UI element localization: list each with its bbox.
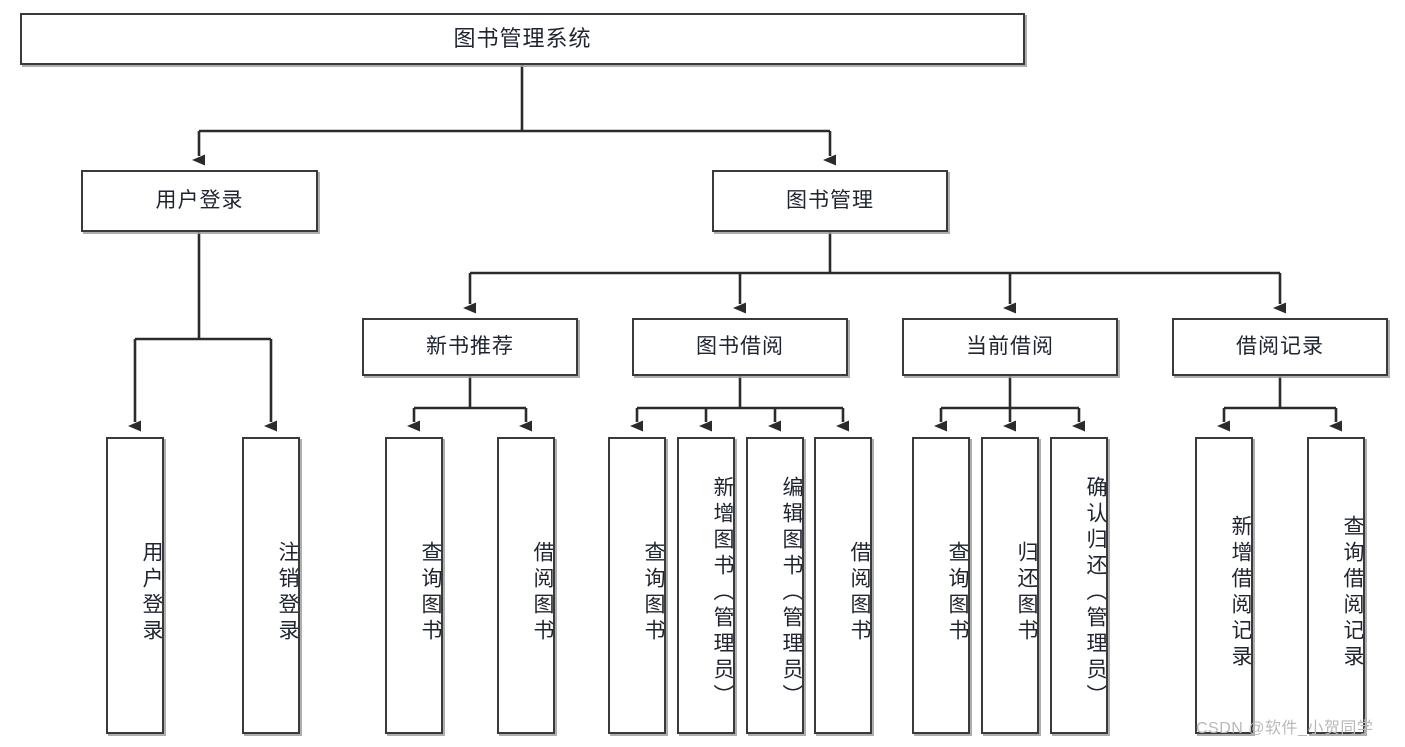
leaf-book-borrow-edit-book-admin[interactable]: 编辑图书（管理员） (746, 437, 804, 734)
node-root-book-management-system[interactable]: 图书管理系统 (20, 13, 1025, 65)
node-label: 查询借阅记录 (1341, 514, 1364, 671)
leaf-book-borrow-borrow-book[interactable]: 借阅图书 (814, 437, 872, 734)
node-label: 查询图书 (946, 540, 969, 645)
leaf-borrow-record-query-record[interactable]: 查询借阅记录 (1307, 437, 1365, 734)
node-borrow-record[interactable]: 借阅记录 (1172, 318, 1388, 376)
leaf-borrow-record-add-record[interactable]: 新增借阅记录 (1195, 437, 1253, 734)
node-label: 借阅记录 (1236, 335, 1324, 359)
leaf-current-borrow-confirm-return-admin[interactable]: 确认归还（管理员） (1050, 437, 1108, 734)
leaf-user-login-login[interactable]: 用户登录 (106, 437, 164, 734)
node-label: 图书管理系统 (453, 25, 592, 51)
node-label: 借阅图书 (848, 540, 871, 645)
node-label: 注销登录 (276, 540, 299, 645)
node-label: 图书管理 (786, 189, 874, 213)
node-label: 用户登录 (155, 189, 244, 213)
leaf-new-book-borrow-book[interactable]: 借阅图书 (497, 437, 555, 734)
node-label: 图书借阅 (696, 335, 784, 359)
node-user-login[interactable]: 用户登录 (81, 170, 318, 232)
watermark-credit: CSDN @软件_小贺同学 (1196, 720, 1374, 737)
leaf-user-login-logout[interactable]: 注销登录 (242, 437, 300, 734)
node-label: 当前借阅 (966, 335, 1054, 359)
node-label: 借阅图书 (531, 540, 554, 645)
node-label: 用户登录 (140, 540, 163, 645)
node-label: 新增图书（管理员） (711, 475, 734, 710)
leaf-book-borrow-add-book-admin[interactable]: 新增图书（管理员） (677, 437, 735, 734)
node-current-borrow[interactable]: 当前借阅 (902, 318, 1118, 376)
leaf-book-borrow-query-book[interactable]: 查询图书 (608, 437, 666, 734)
node-label: 查询图书 (419, 540, 442, 645)
node-label: 新书推荐 (426, 335, 514, 359)
node-label: 确认归还（管理员） (1084, 475, 1107, 710)
node-label: 新增借阅记录 (1229, 514, 1252, 671)
leaf-new-book-query-book[interactable]: 查询图书 (385, 437, 443, 734)
leaf-current-borrow-return-book[interactable]: 归还图书 (981, 437, 1039, 734)
node-book-borrow[interactable]: 图书借阅 (632, 318, 848, 376)
node-new-book-recommend[interactable]: 新书推荐 (362, 318, 578, 376)
leaf-current-borrow-query-book[interactable]: 查询图书 (912, 437, 970, 734)
node-label: 编辑图书（管理员） (780, 475, 803, 710)
node-book-management[interactable]: 图书管理 (712, 170, 948, 232)
node-label: 查询图书 (642, 540, 665, 645)
node-label: 归还图书 (1015, 540, 1038, 645)
